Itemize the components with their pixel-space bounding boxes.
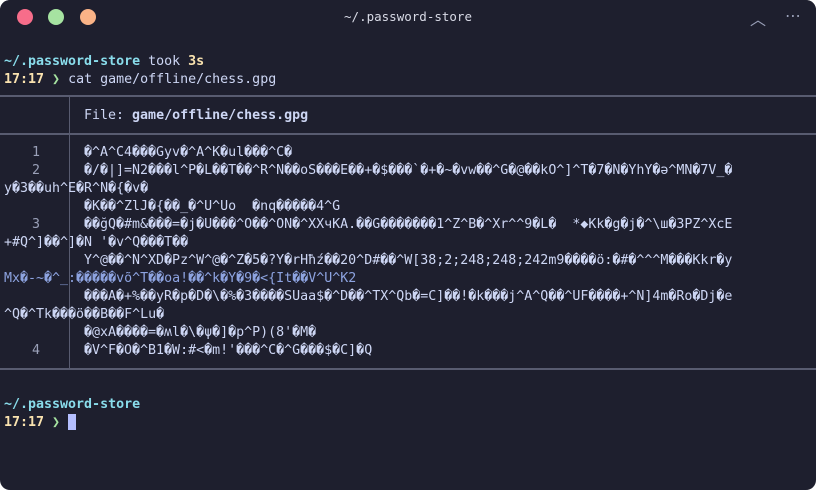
file-content-line: ���A�+%��yR�p�D�\�%�3����SUaa$�^D��^TX^Q… [84,289,733,304]
text-cursor [68,414,77,430]
title-bar: ~/.password-store ︿ ⋯ [0,0,816,34]
line-number: 1 [31,145,40,160]
prompt-dir: ~/.password-store [4,397,141,412]
duration: 3s [188,54,205,69]
maximize-button[interactable] [80,9,96,25]
prompt-line: ~/.password-store [4,396,140,414]
file-content-line: �@xA����=�ʍl�\�ψ�]�p^P)(8'�M� [84,325,317,340]
line-number: 4 [31,343,40,358]
file-content-line: y�3��uh^E�R^N�{�v� [4,181,149,196]
prompt-time: 17:17 [4,415,45,430]
prompt-arrow: ❯ [44,415,69,430]
file-content-line: ^Q�^Tk���ö��B��F^Lu� [4,307,165,322]
file-content-line: �K��^ZlJ�{��_�^U^Uo �nq�����4^G [84,199,341,214]
file-content-line: +#Q^]��^]�N '�v^Q���T�� [4,235,189,250]
prompt-line: ~/.password-store took 3s [4,53,204,71]
took-label: took [140,54,189,69]
file-content-line: �V^F�O�^B1�W:#<�m!'���^C�^G���$�C]�Q [84,343,373,358]
bat-top-rule [0,95,816,97]
bat-bottom-rule [0,368,816,370]
line-number: 2 [31,163,40,178]
bat-gutter-separator [69,135,70,368]
more-icon[interactable]: ⋯ [785,6,801,25]
file-name: game/offline/chess.gpg [132,108,309,123]
chevron-up-icon[interactable]: ︿ [750,10,767,29]
file-content-line: �^A^C4���Gyv�^A^K�ul���^C� [84,145,293,160]
prompt-arrow: ❯ [44,72,69,87]
file-content-line: �/�|]=N2���l^P�L��T��^R^N��oS���E��+�$��… [84,163,733,178]
file-prefix: File: [84,108,133,123]
bat-header-rule [0,133,816,135]
input-line[interactable]: 17:17 ❯ [4,414,77,432]
prompt-time: 17:17 [4,72,45,87]
command-line: 17:17 ❯ cat game/offline/chess.gpg [4,71,276,89]
minimize-button[interactable] [48,9,64,25]
file-content-line: Y^@��^N^XD�Pz^W^@�^Z�5�?Y�rHħź��20^D#��^… [84,253,733,268]
prompt-dir: ~/.password-store [4,54,141,69]
window-title: ~/.password-store [344,9,472,24]
file-header: File: game/offline/chess.gpg [84,108,308,123]
file-content-line: Mx�-~�^_:�����võ^T��oa!��^k�Y�9�<{It��V^… [4,271,357,286]
command-text: cat game/offline/chess.gpg [68,72,277,87]
bat-header-separator [69,97,70,133]
close-button[interactable] [17,9,33,25]
file-content-line: ��ğQ�#m&���=�j�U���^O��^ON�^XXчKA.��G���… [84,217,733,232]
line-number: 3 [31,217,40,232]
